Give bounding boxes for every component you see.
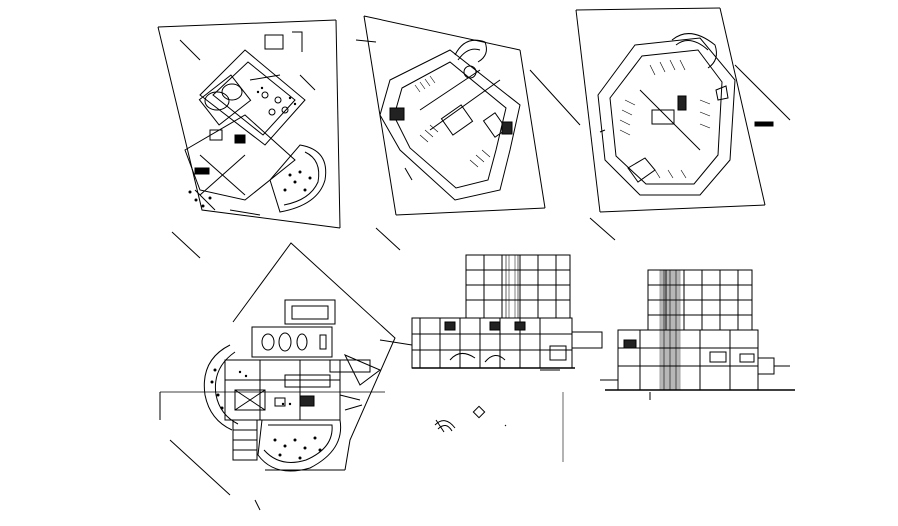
- plan-basement-parking-1: [355, 15, 581, 251]
- misc-annotations: [434, 392, 564, 462]
- front-elevation: [379, 254, 603, 371]
- plan-ground-floor-large: [159, 242, 396, 511]
- plan-basement-parking-2: [575, 7, 791, 241]
- side-elevation: [600, 269, 795, 400]
- plan-ground-floor-small: [157, 19, 341, 259]
